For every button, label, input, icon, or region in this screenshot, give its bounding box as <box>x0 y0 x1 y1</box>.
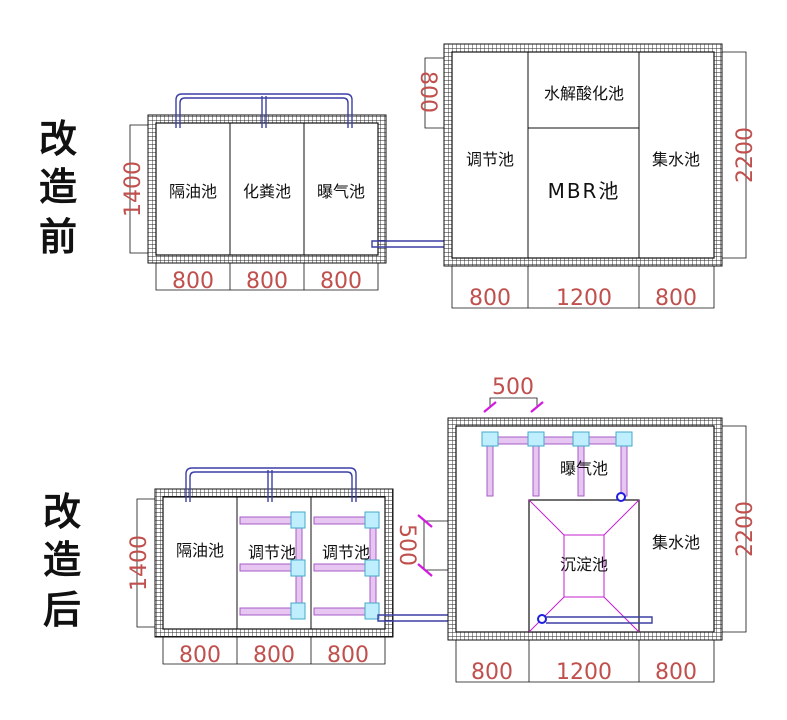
sludge-outlet-dot <box>537 614 547 624</box>
room-after-regulate-1: 调节池 <box>248 543 296 562</box>
label-before-2: 造 <box>39 164 77 209</box>
after-left-tank: 隔油池 调节池 调节池 1400 800 800 800 <box>127 467 394 668</box>
dim-after-left-w3: 800 <box>327 643 369 668</box>
room-after-collect: 集水池 <box>652 533 700 552</box>
room-after-settle: 沉淀池 <box>560 555 608 574</box>
dim-after-left-height: 1400 <box>127 535 152 591</box>
dim-after-side-500: 500 <box>394 524 419 566</box>
room-after-aeration: 曝气池 <box>560 459 608 478</box>
dim-before-right-height: 2200 <box>733 127 758 183</box>
room-before-regulate: 调节池 <box>466 150 514 169</box>
dim-before-left-w3: 800 <box>320 269 362 294</box>
dim-after-right-w2: 1200 <box>556 660 612 685</box>
label-after-2: 造 <box>43 537 81 582</box>
before-left-tank: 隔油池 化粪池 曝气池 1400 800 800 800 <box>121 93 387 294</box>
dim-after-right-w3: 800 <box>655 660 697 685</box>
room-before-collect: 集水池 <box>652 150 700 169</box>
before-left-interior <box>155 122 379 256</box>
after-right-tank: 曝气池 沉淀池 集水池 500 2200 800 1200 800 <box>447 375 758 685</box>
dim-after-right-w1: 800 <box>471 660 513 685</box>
dim-before-right-top: 800 <box>415 71 440 113</box>
before-right-tank: 调节池 水解酸化池 MBR池 集水池 800 2200 800 1200 800 <box>415 43 758 311</box>
dim-after-top-500: 500 <box>492 375 534 400</box>
room-after-regulate-2: 调节池 <box>322 543 370 562</box>
dim-after-left-w1: 800 <box>179 643 221 668</box>
room-after-grease: 隔油池 <box>176 541 224 560</box>
label-before-1: 改 <box>39 116 77 161</box>
dim-before-right-w2: 1200 <box>556 286 612 311</box>
before-overhead-pipe <box>175 93 353 128</box>
room-before-hydrolysis: 水解酸化池 <box>544 84 624 103</box>
settle-tank-box <box>528 499 640 633</box>
after-overhead-pipe <box>185 467 357 502</box>
label-after-3: 后 <box>43 587 81 632</box>
room-before-mbr: MBR池 <box>548 179 621 203</box>
after-side-dim: 500 <box>394 514 448 577</box>
dim-after-right-height: 2200 <box>733 501 758 557</box>
dim-before-left-w1: 800 <box>172 269 214 294</box>
settle-outlet-pipe <box>546 616 653 624</box>
room-before-aeration: 曝气池 <box>317 182 365 201</box>
label-after-1: 改 <box>43 489 81 534</box>
dim-before-right-w3: 800 <box>655 286 697 311</box>
before-right-interior <box>451 51 715 259</box>
dim-before-right-w1: 800 <box>469 286 511 311</box>
dim-after-left-w2: 800 <box>253 643 295 668</box>
dim-before-left-height: 1400 <box>121 161 146 217</box>
dim-before-left-w2: 800 <box>246 269 288 294</box>
air-inlet-dot <box>616 492 626 502</box>
room-before-septic: 化粪池 <box>243 182 291 201</box>
label-before-3: 前 <box>39 214 77 259</box>
room-before-grease: 隔油池 <box>169 182 217 201</box>
